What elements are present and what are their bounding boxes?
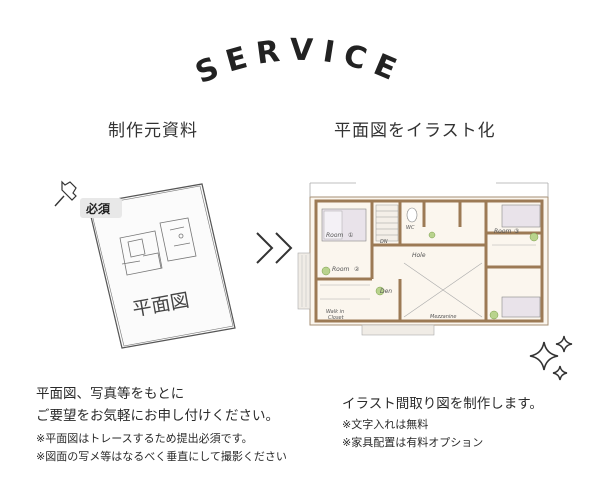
room-right-label: Room bbox=[494, 228, 512, 235]
left-heading: 制作元資料 bbox=[108, 121, 198, 141]
den-label: Den bbox=[380, 288, 392, 295]
walk-in-label: Walk in bbox=[326, 309, 344, 315]
dn-label: DN bbox=[380, 239, 388, 245]
closet-label: Closet bbox=[328, 315, 345, 321]
double-chevron-right-icon bbox=[256, 232, 293, 264]
left-text-line2: ご要望をお気軽にお申し付けください。 bbox=[36, 408, 279, 424]
service-title-text: SERVICE bbox=[191, 33, 410, 92]
right-note2: ※家具配置は有料オプション bbox=[342, 436, 484, 449]
hole-label: Hole bbox=[412, 252, 426, 259]
wc-label: WC bbox=[406, 225, 415, 231]
room-left-number: ② bbox=[354, 266, 360, 273]
room-left-label: Room bbox=[332, 266, 350, 273]
sparkle-icon bbox=[529, 335, 573, 381]
pushpin-icon bbox=[54, 180, 77, 207]
room-top-number: ① bbox=[348, 232, 353, 239]
room-top-label: Room bbox=[326, 232, 344, 239]
illustrated-floorplan: Room ① Room ② Room ③ Hole Den DN WC Walk… bbox=[297, 182, 549, 336]
right-note1: ※文字入れは無料 bbox=[342, 418, 429, 431]
mezzanine-label: Mezzanine bbox=[430, 314, 457, 320]
left-note1: ※平面図はトレースするため提出必須です。 bbox=[36, 432, 253, 445]
service-title: SERVICE bbox=[191, 33, 410, 92]
left-note2: ※図面の写メ等はなるべく垂直にして撮影ください bbox=[36, 450, 287, 463]
right-heading: 平面図をイラスト化 bbox=[334, 121, 496, 141]
required-badge: 必須 bbox=[86, 202, 111, 216]
room-right-number: ③ bbox=[514, 228, 519, 235]
left-text-line1: 平面図、写真等をもとに bbox=[36, 386, 185, 402]
right-text-line1: イラスト間取り図を制作します。 bbox=[342, 396, 543, 412]
sketch-floorplan-illustration: 平面図 bbox=[54, 180, 236, 349]
